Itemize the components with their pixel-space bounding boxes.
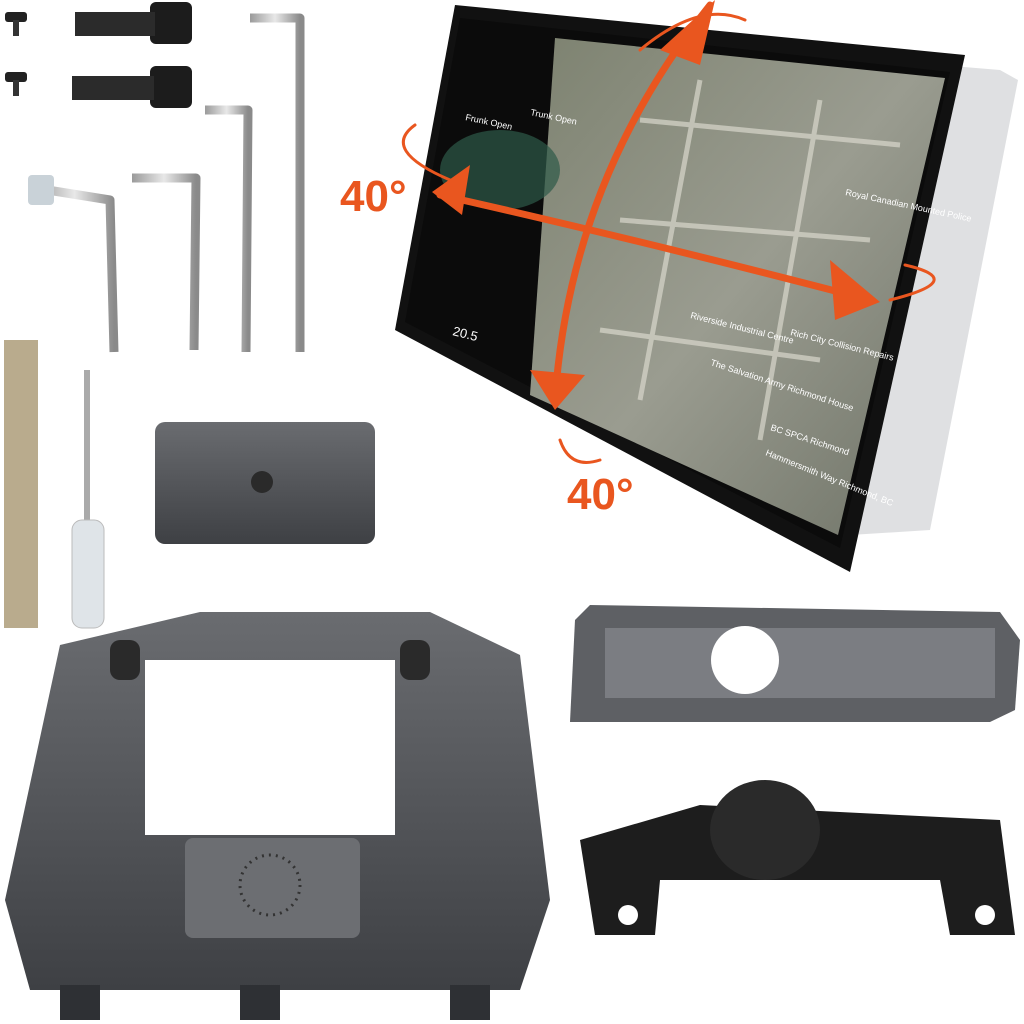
arrowhead-icon <box>432 0 880 410</box>
screwdriver-icon <box>71 370 105 629</box>
touchscreen-display <box>395 5 965 572</box>
bolt-icon <box>72 66 192 108</box>
base-mount-icon <box>5 612 550 1020</box>
car-image <box>440 130 560 210</box>
small-screw-icon <box>5 12 27 36</box>
bracket-icon <box>570 605 1020 722</box>
socket-icon <box>28 175 54 205</box>
hinge-icon <box>580 780 1015 935</box>
cover-plate-icon <box>155 422 375 544</box>
small-screw-icon <box>5 72 27 96</box>
vertical-tilt-angle-label: 40° <box>567 470 634 519</box>
allen-key-icon <box>34 13 305 353</box>
pry-tool-icon <box>4 340 38 628</box>
bolt-icon <box>75 2 192 44</box>
temperature-readout: 20.5 <box>451 323 479 344</box>
horizontal-tilt-angle-label: 40° <box>340 172 407 221</box>
